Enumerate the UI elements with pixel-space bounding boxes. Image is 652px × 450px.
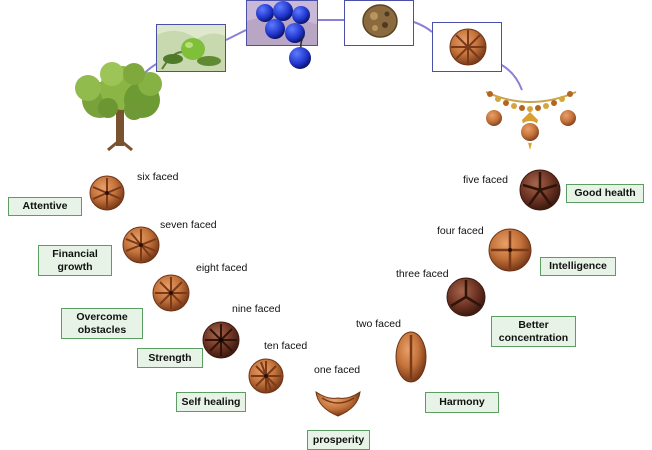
bead-label-four: four faced xyxy=(437,225,484,237)
benefit-box-overcome-obstacles: Overcome obstacles xyxy=(61,308,143,339)
single-berry-icon xyxy=(289,35,311,69)
bead-label-five: five faced xyxy=(463,174,508,186)
bead-icon-nine xyxy=(202,321,240,359)
bead-label-seven: seven faced xyxy=(160,219,217,231)
bead-label-one: one faced xyxy=(314,364,361,376)
benefit-box-strength: Strength xyxy=(137,348,203,368)
bead-icon-six xyxy=(89,175,125,211)
tree-picture xyxy=(75,62,162,152)
benefit-box-harmony: Harmony xyxy=(425,392,499,413)
bead-icon-one xyxy=(315,390,361,417)
bead-icon-four xyxy=(488,228,532,272)
connector-dried-bead xyxy=(413,21,433,33)
unripe-fruit-picture xyxy=(156,24,226,72)
bead-icon-ten xyxy=(248,358,284,394)
bead-label-three: three faced xyxy=(396,268,449,280)
bead-label-nine: nine faced xyxy=(232,303,281,315)
benefit-box-attentive: Attentive xyxy=(8,197,82,216)
bead-label-eight: eight faced xyxy=(196,262,248,274)
blue-berries-picture xyxy=(246,0,318,46)
connector-bead-necklace xyxy=(499,63,523,91)
dried-bead-picture xyxy=(344,0,414,46)
rudraksha-necklace-picture xyxy=(484,91,578,150)
bead-icon-two xyxy=(395,331,427,383)
bead-icon-three xyxy=(446,277,486,317)
bead-icon-eight xyxy=(152,274,190,312)
benefit-box-financial-growth: Financial growth xyxy=(38,245,112,276)
benefit-box-intelligence: Intelligence xyxy=(540,257,616,276)
benefit-box-better-concentration: Better concentration xyxy=(491,316,576,347)
bead-icon-five xyxy=(519,169,561,211)
bead-label-ten: ten faced xyxy=(264,340,308,352)
connector-fruit-berries xyxy=(225,29,247,41)
bead-icon-seven xyxy=(122,226,160,264)
benefit-box-good-health: Good health xyxy=(566,184,644,203)
bead-label-six: six faced xyxy=(137,171,179,183)
bead-label-two: two faced xyxy=(356,318,401,330)
benefit-box-self-healing: Self healing xyxy=(176,392,246,412)
rudraksha-bead-picture xyxy=(432,22,502,72)
benefit-box-prosperity: prosperity xyxy=(307,430,370,450)
